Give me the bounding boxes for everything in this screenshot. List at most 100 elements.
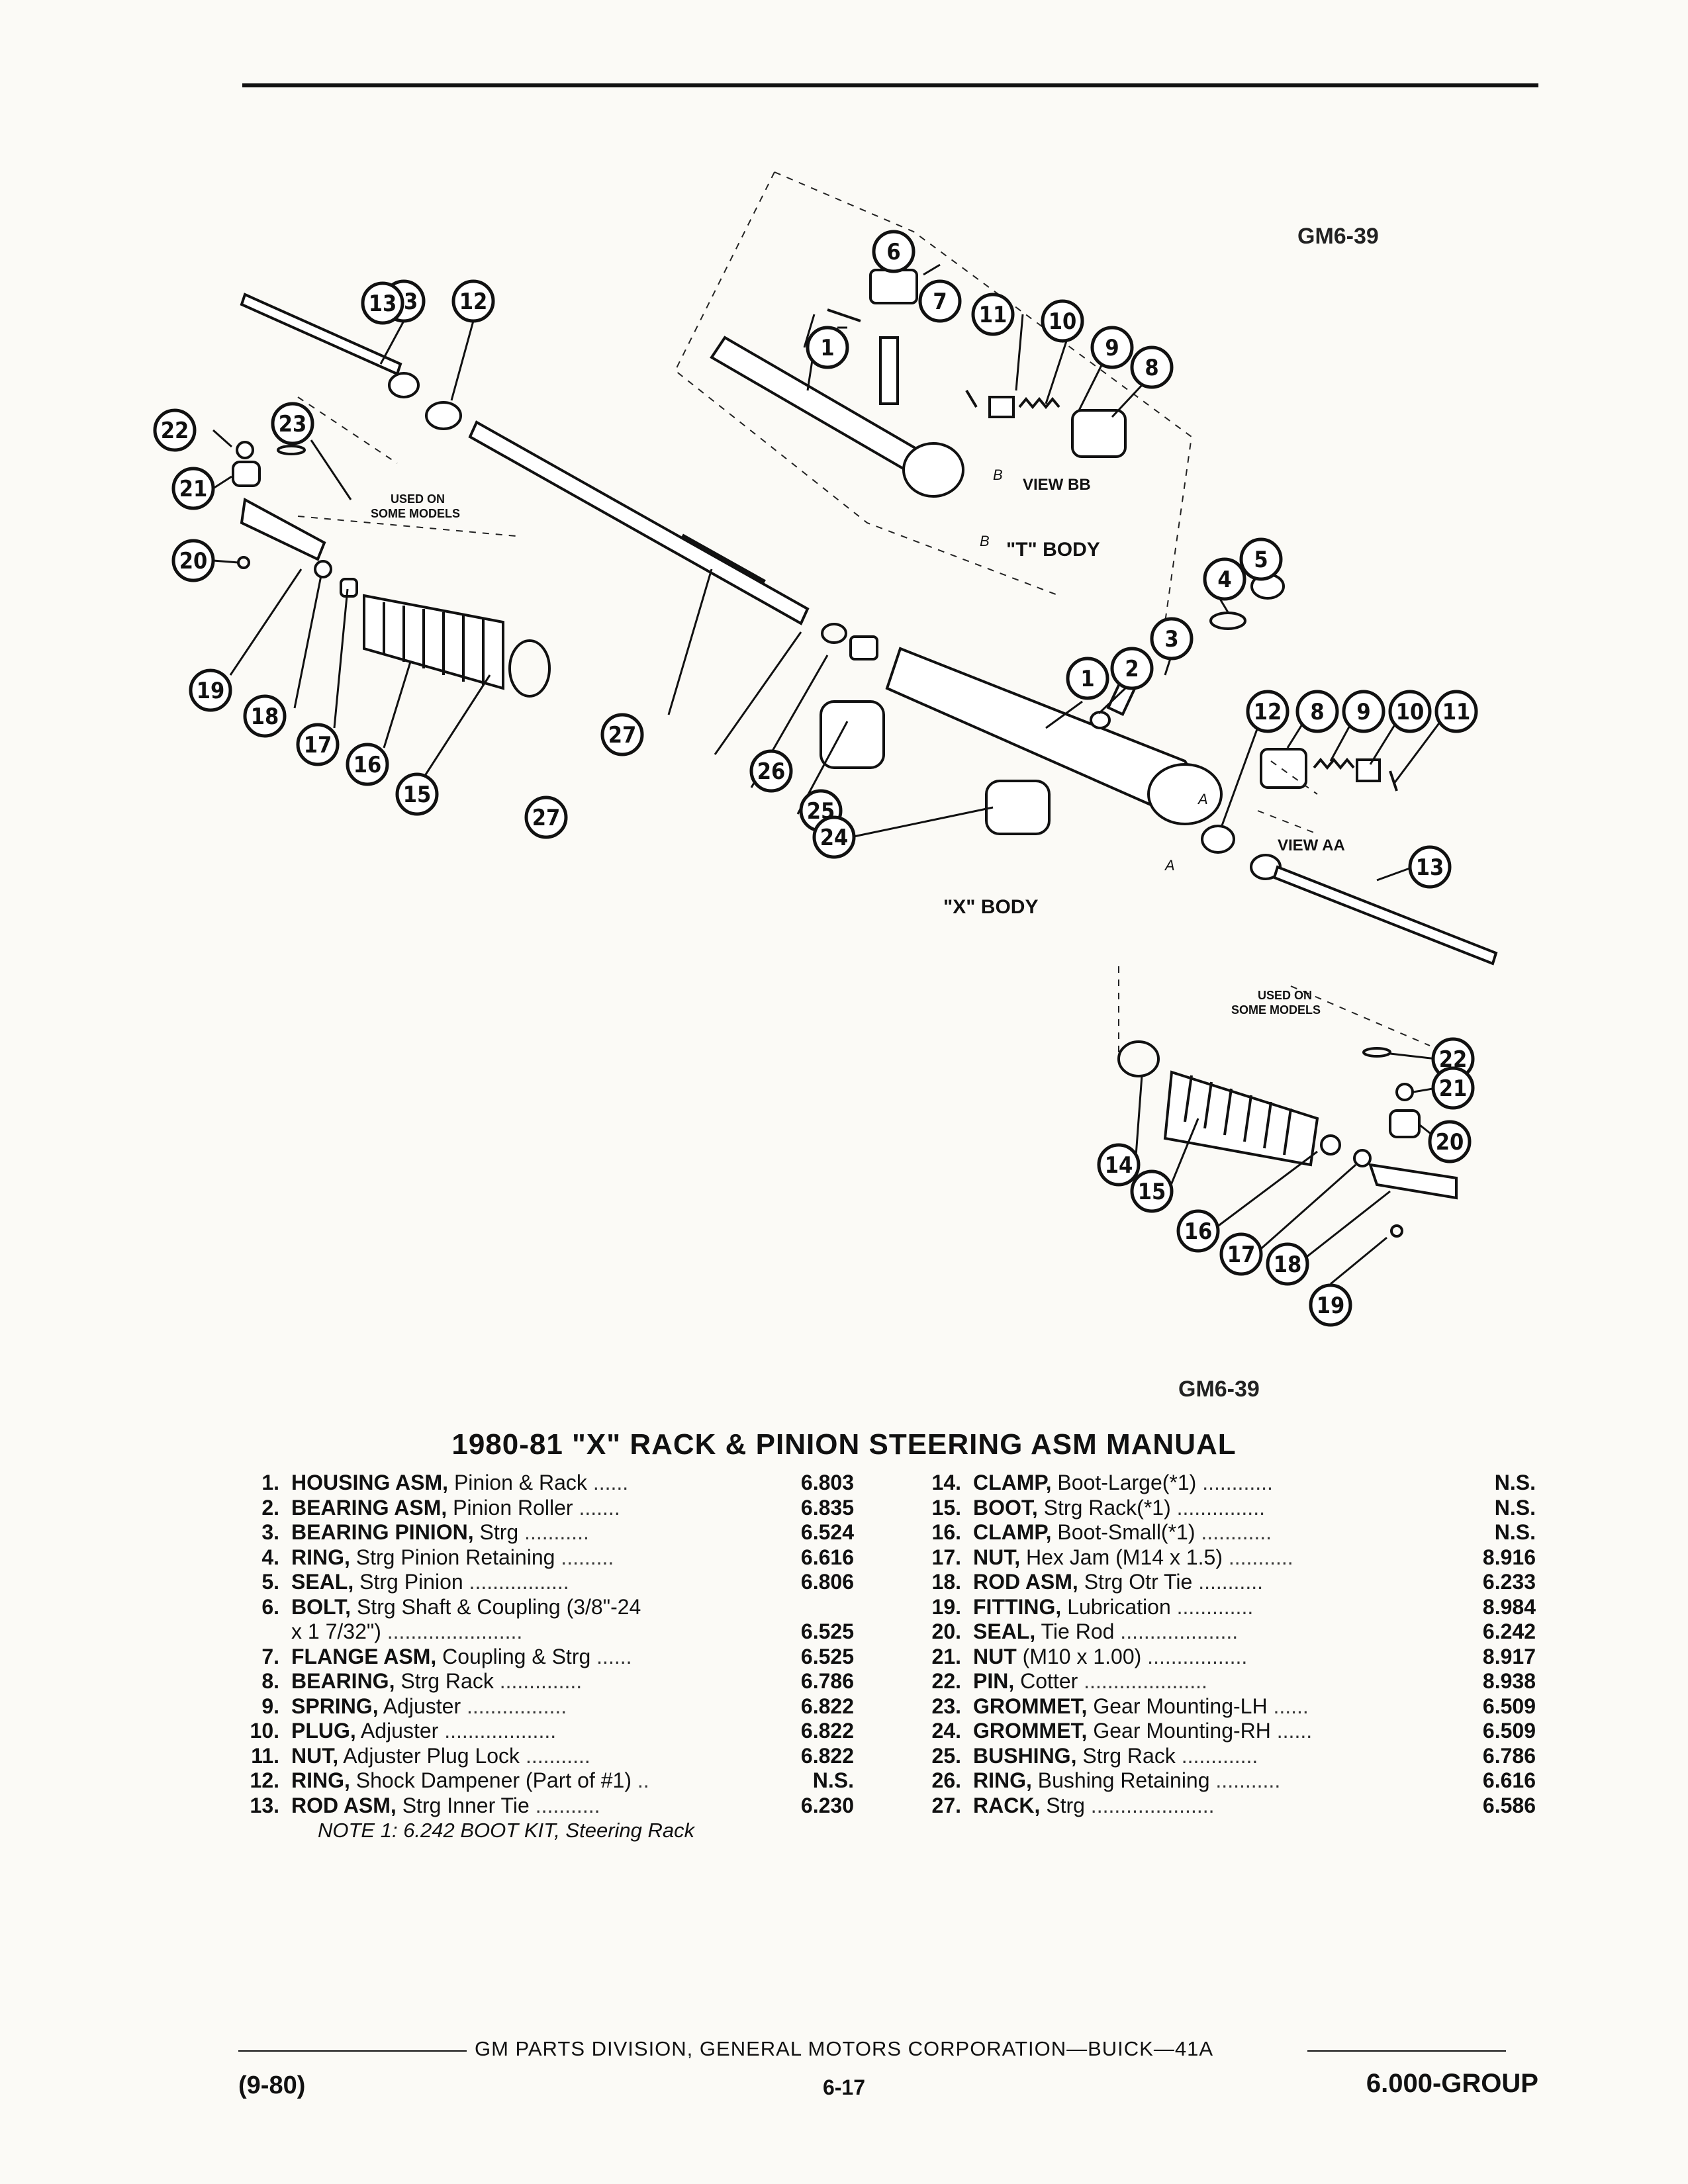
- callout-circle: [812, 815, 856, 859]
- part-row: 24.GROMMET, Gear Mounting-RH ......6.509: [931, 1719, 1536, 1743]
- label-used-on-right-1: USED ON: [1258, 989, 1312, 1002]
- adjuster-plug-bb: [988, 396, 1015, 418]
- callout-circle: [1176, 1209, 1220, 1253]
- callout-circle: [451, 279, 495, 323]
- callout-number: 15: [1138, 1179, 1166, 1205]
- callout-number: 12: [459, 289, 488, 315]
- inner-tie-rod-ball-left: [388, 372, 420, 398]
- callout-circle: [395, 772, 439, 816]
- castle-nut-right: [1395, 1083, 1414, 1101]
- pinion-ring: [1209, 612, 1246, 630]
- callout-circle: [171, 467, 215, 510]
- callout-circle: [346, 743, 389, 786]
- housing-bell: [1147, 763, 1223, 825]
- callout-circle: [1130, 345, 1174, 389]
- callout-number: 13: [369, 291, 397, 317]
- grommet-rh: [820, 700, 885, 769]
- tie-rod-seal-left: [232, 461, 261, 487]
- callout-number: 8: [1310, 699, 1324, 725]
- boot-clamp-small-left: [340, 578, 358, 598]
- callout-number: 4: [1217, 567, 1231, 593]
- callout-number: 18: [251, 704, 279, 730]
- grommet-lh: [985, 780, 1051, 835]
- figure-code-bottom: GM6-39: [1178, 1377, 1260, 1402]
- footer-page-number: 6-17: [822, 2075, 866, 2099]
- callout-circle: [749, 749, 793, 793]
- callout-circle: [243, 694, 287, 738]
- callout-number: 24: [820, 825, 849, 851]
- callout-circle: [296, 723, 340, 766]
- callout-circle: [171, 539, 215, 582]
- shock-ring-left: [425, 401, 462, 430]
- callout-circle: [1239, 537, 1283, 581]
- callout-circle: [1431, 1066, 1475, 1110]
- label-t-body: "T" BODY: [1006, 539, 1100, 561]
- part-row: 27.RACK, Strg .....................6.586: [931, 1793, 1536, 1817]
- callout-number: 16: [1184, 1218, 1213, 1245]
- rack-bearing-bb: [1071, 409, 1127, 458]
- callout-number: 3: [1164, 626, 1178, 653]
- part-row: 21.NUT (M10 x 1.00) .................8.9…: [931, 1644, 1536, 1668]
- callout-number: 16: [353, 752, 382, 778]
- part-row: 4.RING, Strg Pinion Retaining .........6…: [261, 1545, 854, 1569]
- callout-number: 14: [1105, 1152, 1133, 1179]
- label-a-upper: A: [1197, 791, 1208, 807]
- callout-circle: [1066, 657, 1109, 700]
- callout-number: 11: [1442, 699, 1471, 725]
- callout-circle: [1130, 1169, 1174, 1213]
- part-row: 19.FITTING, Lubrication .............8.9…: [931, 1594, 1536, 1619]
- boot-left: [363, 594, 504, 690]
- label-used-on-right-2: SOME MODELS: [1231, 1003, 1321, 1017]
- callout-number: 8: [1145, 355, 1158, 381]
- label-view-bb: VIEW BB: [1023, 476, 1091, 494]
- callout-number: 21: [1439, 1075, 1468, 1102]
- label-used-on-left-1: USED ON: [391, 492, 445, 506]
- tie-rod-seal-right: [1389, 1109, 1421, 1138]
- footer-rule-right: [1307, 2050, 1506, 2052]
- part-row: 7.FLANGE ASM, Coupling & Strg ......6.52…: [261, 1644, 854, 1668]
- callout-circle: [1246, 690, 1289, 733]
- callout-number: 22: [161, 418, 189, 444]
- part-row: 10.PLUG, Adjuster ...................6.8…: [250, 1719, 854, 1743]
- part-row: 2.BEARING ASM, Pinion Roller .......6.83…: [261, 1495, 854, 1520]
- callout-circle: [1203, 557, 1246, 601]
- t-body-bell: [902, 442, 964, 498]
- part-row: 26.RING, Bushing Retaining ...........6.…: [931, 1768, 1536, 1792]
- fitting-left: [237, 556, 250, 569]
- boot-clamp-small-right: [1320, 1134, 1341, 1156]
- adjuster-spring-aa: [1313, 757, 1355, 770]
- callout-circle: [271, 402, 314, 445]
- part-row: 25.BUSHING, Strg Rack .............6.786: [931, 1743, 1536, 1768]
- part-row: 14.CLAMP, Boot-Large(*1) ............N.S…: [931, 1471, 1536, 1494]
- part-row: 18.ROD ASM, Strg Otr Tie ...........6.23…: [931, 1570, 1536, 1594]
- callout-number: 10: [1049, 308, 1077, 335]
- part-row: 3.BEARING PINION, Strg ...........6.524: [261, 1520, 854, 1544]
- callout-number: 17: [1227, 1242, 1256, 1268]
- callout-number: 7: [933, 289, 947, 315]
- exploded-diagram: 1312232120191817161527262524123451289101…: [153, 171, 1498, 1327]
- steering-rack: [468, 420, 810, 625]
- pinion-roller-bearing: [1090, 711, 1111, 729]
- boot-kit-note: NOTE 1: 6.242 BOOT KIT, Steering Rack: [318, 1819, 695, 1842]
- footer-date: (9-80): [238, 2071, 306, 2099]
- callout-number: 26: [757, 758, 786, 785]
- callout-circle: [524, 796, 568, 839]
- part-row: 15.BOOT, Strg Rack(*1) ...............N.…: [931, 1495, 1536, 1520]
- callout-circle: [361, 281, 404, 325]
- callout-circle: [1434, 690, 1478, 733]
- part-row: 17.NUT, Hex Jam (M14 x 1.5) ...........8…: [931, 1545, 1536, 1569]
- coupling-flange: [869, 269, 918, 304]
- callout-number: 19: [1317, 1293, 1345, 1319]
- parts-list-left: 1.HOUSING ASM, Pinion & Rack ......6.803…: [232, 1471, 854, 1843]
- adjuster-spring-bb: [1018, 396, 1060, 410]
- callout-number: 15: [403, 782, 432, 808]
- footer-rule-left: [238, 2050, 467, 2052]
- part-row: 11.NUT, Adjuster Plug Lock ...........6.…: [251, 1743, 854, 1768]
- callout-circle: [918, 279, 962, 323]
- label-x-body: "X" BODY: [943, 896, 1038, 918]
- callout-circle: [1041, 299, 1084, 343]
- callout-circle: [189, 668, 232, 712]
- jam-nut-left: [314, 560, 332, 578]
- footer-publisher: GM PARTS DIVISION, GENERAL MOTORS CORPOR…: [474, 2037, 1214, 2060]
- callout-number: 13: [1416, 854, 1444, 881]
